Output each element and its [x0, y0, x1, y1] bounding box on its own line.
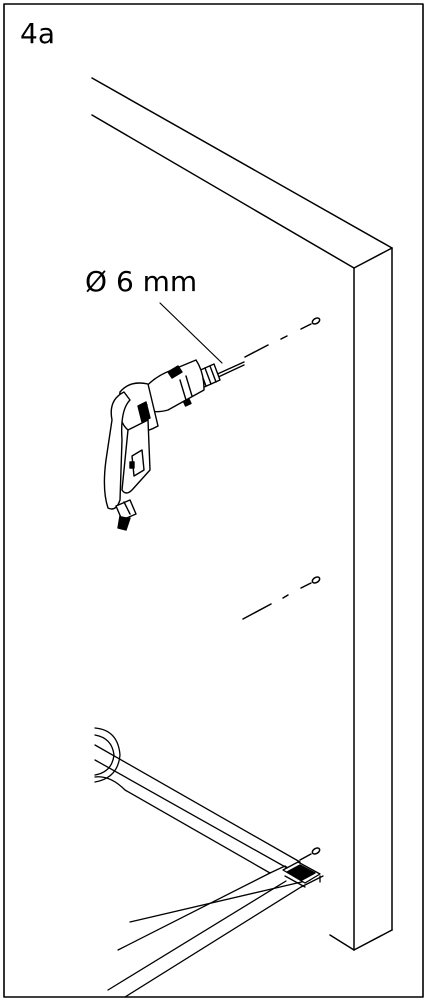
drill-hole-middle — [242, 576, 321, 620]
drain-outline — [94, 727, 121, 783]
cabinet-side-panel — [91, 77, 393, 951]
electric-drill-icon — [103, 359, 245, 531]
drill-diameter-label: Ø 6 mm — [85, 265, 198, 298]
drill-hole-bottom — [299, 847, 321, 861]
drill-hole-top — [244, 317, 321, 358]
shower-tray — [94, 744, 324, 998]
dimension-leader — [159, 302, 223, 364]
figure-border — [3, 3, 424, 998]
step-label: 4a — [20, 17, 55, 50]
